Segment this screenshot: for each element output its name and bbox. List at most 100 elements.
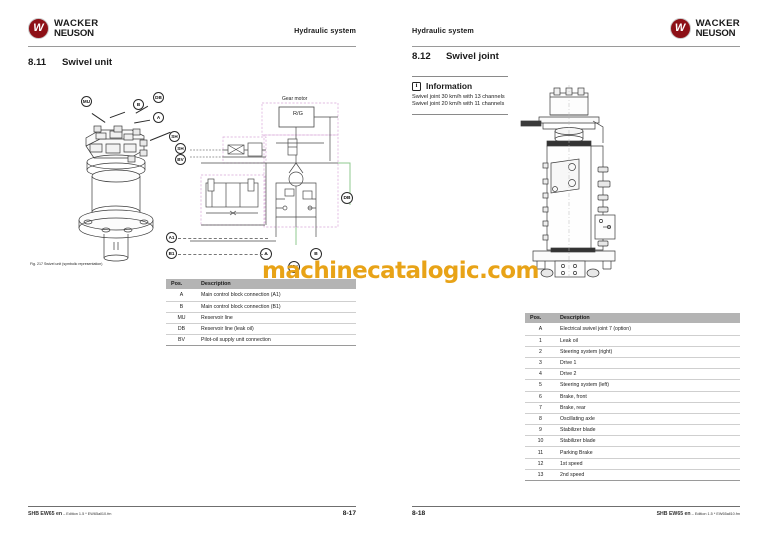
rg-label: R/G [293,111,303,117]
footer-document-right: SHB EW65 en – Edition 1.5 * EW65all10.fm [657,511,740,517]
page-header-left: W WACKER NEUSON Hydraulic system [28,18,356,48]
section-title-right: Swivel joint [446,51,499,62]
table-row: 5 Steering system (left) [525,379,740,392]
info-icon: i [412,81,421,91]
info-line-1: Swivel joint 30 km/h with 13 channels [412,94,505,100]
cell-description: Reservoir line [197,312,356,324]
logo-wordmark-line2: NEUSON [695,27,736,39]
logo-mark-icon: W [669,18,691,39]
table-row: 6 Brake, front [525,391,740,403]
logo-wordmark-line1: WACKER [695,18,740,30]
cell-description: Electrical swivel joint 7 (option) [556,323,740,336]
logo-wordmark: WACKER NEUSON [54,19,98,38]
callout-sh-drawing: SH [169,131,180,142]
footer-doc-prefix: SHB EW65 en [656,511,691,517]
hydraulic-schematic [190,95,370,255]
table-row: 12 1st speed [525,458,740,470]
cell-description: Drive 1 [556,357,740,370]
cell-description: Steering system (right) [556,346,740,358]
cell-description: Pilot-oil supply unit connection [197,334,356,347]
logo-mark-icon: W [28,18,49,39]
cell-description: Oscillating axle [556,413,740,426]
page-footer-right: 8-18 SHB EW65 en – Edition 1.5 * EW65all… [412,505,740,517]
callout-b: B [133,99,144,110]
footer-page-number-left: 8-17 [342,510,356,517]
table-row: 2 Steering system (right) [525,346,740,358]
swivel-unit-drawing [66,100,176,262]
cell-pos: 12 [525,458,556,470]
wacker-neuson-logo: W WACKER NEUSON [28,18,98,39]
table-row: 3 Drive 1 [525,357,740,370]
cell-pos: 9 [525,424,556,437]
cell-description: Stabilizer blade [556,435,740,448]
leader-b1 [178,254,268,255]
cell-description: 1st speed [556,458,740,470]
cell-pos: B [166,301,197,313]
cell-pos: 3 [525,357,556,370]
table-header-row: Pos. Description [525,313,740,325]
callout-db: DB [153,92,164,103]
cell-pos: DB [166,323,197,336]
cell-pos: 13 [525,469,556,482]
figure-caption-left: Fig. 217 Swivel unit (symbolic represent… [30,262,103,266]
cell-description: 2nd speed [556,469,740,482]
info-rule-bottom [412,113,508,115]
cell-description: Parking Brake [556,446,740,459]
swivel-joint-table: Pos. Description A Electrical swivel joi… [525,313,740,482]
callout-db-schematic: DB [341,192,353,204]
gear-motor-label: Gear motor [282,96,308,102]
table-row: MU Reservoir line [166,312,356,324]
table-row: 1 Leak oil [525,335,740,347]
swivel-joint-drawing [519,85,629,280]
column-header-pos: Pos. [166,279,197,291]
footer-doc-suffix: – Edition 1.5 * EW65all10.fm [691,512,740,516]
information-box: i Information Swivel joint 30 km/h with … [412,76,508,115]
cell-description: Leak oil [556,335,740,347]
cell-pos: 4 [525,368,556,381]
callout-b-schematic: B [310,248,322,260]
cell-pos: BV [166,334,197,347]
info-title: Information [426,81,473,91]
info-line-2: Swivel joint 20 km/h with 11 channels [412,101,505,108]
logo-mark-letter: W [33,22,44,34]
header-rule-right [412,46,740,47]
table-header-row: Pos. Description [166,279,356,291]
callout-bv-schematic: BV [175,154,186,165]
cell-description: Drive 2 [556,368,740,381]
table-row: 4 Drive 2 [525,368,740,381]
cell-pos: 2 [525,346,556,358]
callout-b1: B1 [166,248,177,259]
wacker-neuson-logo: W WACKER NEUSON [669,18,740,39]
info-rule-top [412,76,508,77]
table-row: 10 Stabilizer blade [525,435,740,448]
table-row: DB Reservoir line (leak oil) [166,323,356,336]
footer-rule-right [412,505,740,507]
footer-rule-left [28,505,356,507]
cell-description: Brake, rear [556,402,740,414]
cell-description: Reservoir line (leak oil) [197,323,356,336]
cell-description: Main control block connection (B1) [197,301,356,313]
cell-pos: 11 [525,446,556,459]
cell-pos: A [525,323,556,336]
table-row: 8 Oscillating axle [525,413,740,426]
page-header-right: W WACKER NEUSON Hydraulic system [412,18,740,48]
callout-a: A [153,112,164,123]
cell-pos: 7 [525,402,556,414]
footer-doc-prefix: SHB EW65 en [28,511,63,517]
leader-a1 [178,238,268,239]
cell-pos: 1 [525,335,556,347]
footer-document-left: SHB EW65 en – Edition 1.5 * EW65all10.fm [28,511,111,517]
column-header-description: Description [556,313,740,325]
table-row: A Electrical swivel joint 7 (option) [525,323,740,336]
logo-wordmark: WACKER NEUSON [696,19,740,38]
cell-description: Steering system (left) [556,379,740,392]
page-footer-left: SHB EW65 en – Edition 1.5 * EW65all10.fm… [28,505,356,517]
callout-mu-schematic: MU [288,261,300,273]
table-row: 7 Brake, rear [525,402,740,414]
section-title-left: Swivel unit [62,57,113,68]
header-title-left: Hydraulic system [294,26,356,35]
